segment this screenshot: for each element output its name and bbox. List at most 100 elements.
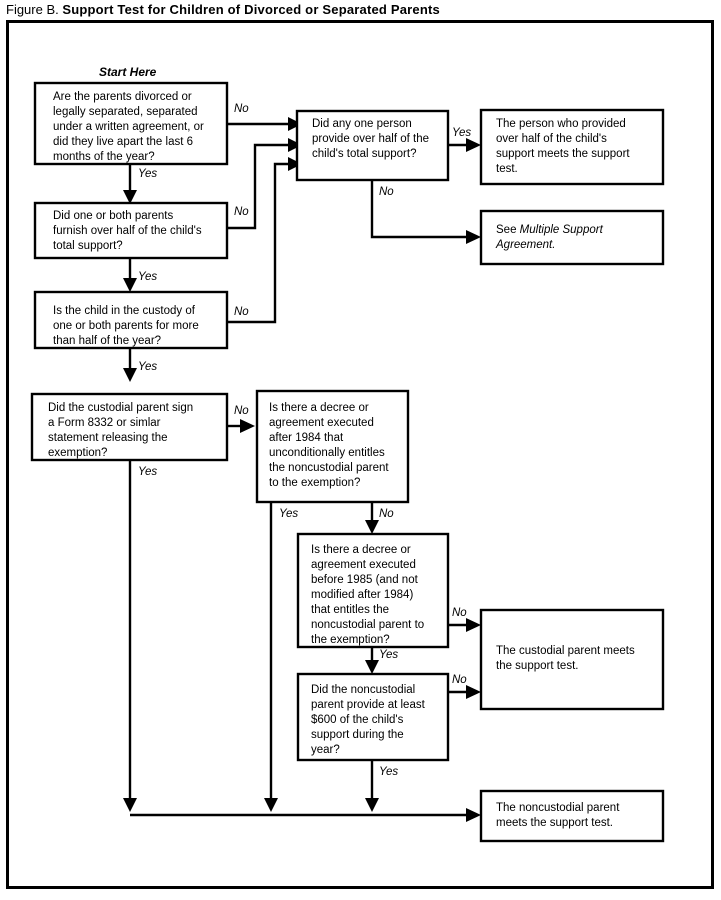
- edge-label-decree85-yes: Yes: [379, 649, 398, 661]
- edge-label-q5-no: No: [379, 186, 394, 198]
- arrowhead-q5-yes: [466, 138, 481, 152]
- arrowhead-q3-yes: [123, 368, 137, 382]
- start-here-label: Start Here: [99, 65, 157, 79]
- edge-label-q4-no: No: [234, 405, 249, 417]
- figure-label: Figure B.: [6, 2, 59, 17]
- arrowhead-bottom-rail: [466, 808, 481, 822]
- node-line: before 1985 (and not: [311, 574, 419, 586]
- figure-border: [6, 20, 714, 889]
- edge-label-decree85-no: No: [452, 607, 467, 619]
- node-line: under a written agreement, or: [53, 121, 204, 133]
- node-result-noncustodial-parent-meets-test[interactable]: The noncustodial parent meets the suppor…: [479, 789, 665, 843]
- node-line: Did one or both parents: [53, 210, 173, 222]
- edge-label-decree84-no: No: [379, 508, 394, 520]
- node-line: The custodial parent meets: [496, 645, 635, 657]
- node-q-any-one-person-support[interactable]: Did any one person provide over half of …: [295, 109, 450, 182]
- node-line: Agreement.: [495, 239, 555, 251]
- node-line: Did the custodial parent sign: [48, 402, 193, 414]
- edge-label-q1-yes: Yes: [138, 168, 157, 180]
- node-line: months of the year?: [53, 151, 155, 163]
- edge-label-q2-no: No: [234, 206, 249, 218]
- figure-name: Support Test for Children of Divorced or…: [62, 2, 440, 17]
- node-q-form-8332-signed[interactable]: Did the custodial parent sign a Form 833…: [30, 392, 229, 462]
- node-line: provide over half of the: [312, 133, 429, 145]
- edge-label-q1-no: No: [234, 103, 249, 115]
- node-q-decree-after-1984[interactable]: Is there a decree or agreement executed …: [255, 389, 410, 504]
- node-line: agreement executed: [311, 559, 416, 571]
- node-line: parent provide at least: [311, 699, 426, 711]
- arrowhead-decree85-no: [466, 618, 481, 632]
- edge-label-q2-yes: Yes: [138, 271, 157, 283]
- arrowhead-q5-no: [466, 230, 481, 244]
- node-line: meets the support test.: [496, 817, 613, 829]
- node-line: after 1984 that: [269, 432, 344, 444]
- node-line: The noncustodial parent: [496, 802, 620, 814]
- node-line: the noncustodial parent: [269, 462, 389, 474]
- arrowhead-q600-no: [466, 685, 481, 699]
- arrowhead-q2-yes: [123, 278, 137, 292]
- node-line: agreement executed: [269, 417, 374, 429]
- node-line: statement releasing the: [48, 432, 168, 444]
- arrowhead-decree85-yes: [365, 660, 379, 674]
- node-line: legally separated, separated: [53, 106, 198, 118]
- node-line: did they live apart the last 6: [53, 136, 193, 148]
- node-line: support during the: [311, 729, 404, 741]
- arrowhead-q600-yes: [365, 798, 379, 812]
- arrowhead-decree84-no: [365, 520, 379, 534]
- node-q-child-custody[interactable]: Is the child in the custody of one or bo…: [33, 290, 229, 350]
- node-q-noncustodial-600-support[interactable]: Did the noncustodial parent provide at l…: [296, 672, 450, 762]
- arrowhead-q1-yes: [123, 190, 137, 204]
- edge-labels: No Yes No Yes No Yes No Yes Yes No Yes N…: [138, 103, 471, 778]
- node-line: The person who provided: [496, 118, 626, 130]
- edge-label-q4-yes: Yes: [138, 466, 157, 478]
- node-line: to the exemption?: [269, 477, 360, 489]
- node-line: child's total support?: [312, 148, 416, 160]
- node-result-multiple-support-agreement[interactable]: See Multiple Support Agreement.: [479, 209, 665, 266]
- arrowhead-q4-no: [240, 419, 255, 433]
- edge-label-decree84-yes: Yes: [279, 508, 298, 520]
- figure-title: Figure B. Support Test for Children of D…: [6, 2, 440, 18]
- node-q-parents-divorced[interactable]: Are the parents divorced or legally sepa…: [33, 81, 229, 166]
- node-result-person-meets-test[interactable]: The person who provided over half of the…: [479, 108, 665, 186]
- connectors: [123, 117, 481, 822]
- node-line: exemption?: [48, 447, 107, 459]
- arrowhead-q3-no: [288, 157, 302, 171]
- node-line: year?: [311, 744, 340, 756]
- node-result-custodial-parent-meets-test[interactable]: The custodial parent meets the support t…: [479, 608, 665, 711]
- node-line: noncustodial parent to: [311, 619, 424, 631]
- node-line: the exemption?: [311, 634, 390, 646]
- arrowhead-q2-no: [288, 138, 302, 152]
- edge-label-q3-yes: Yes: [138, 361, 157, 373]
- node-line: unconditionally entitles: [269, 447, 385, 459]
- node-line: one or both parents for more: [53, 320, 199, 332]
- edge-label-q600-no: No: [452, 674, 467, 686]
- node-line: than half of the year?: [53, 335, 161, 347]
- node-line: test.: [496, 163, 518, 175]
- node-line: the support test.: [496, 660, 578, 672]
- node-line: Is there a decree or: [269, 402, 369, 414]
- node-q-parents-furnish-half[interactable]: Did one or both parents furnish over hal…: [33, 201, 229, 260]
- edge-q3-no: [227, 162, 288, 324]
- edge-label-q3-no: No: [234, 306, 249, 318]
- node-line: a Form 8332 or simlar: [48, 417, 161, 429]
- node-line: total support?: [53, 240, 123, 252]
- node-line: Are the parents divorced or: [53, 91, 192, 103]
- edge-q2-no: [227, 143, 288, 230]
- node-line: Did the noncustodial: [311, 684, 415, 696]
- arrowhead-decree84-yes: [264, 798, 278, 812]
- node-line: support meets the support: [496, 148, 630, 160]
- arrowhead-q4-yes: [123, 798, 137, 812]
- node-line: that entitles the: [311, 604, 389, 616]
- node-q-decree-before-1985[interactable]: Is there a decree or agreement executed …: [296, 532, 450, 649]
- edge-label-q600-yes: Yes: [379, 766, 398, 778]
- node-line: over half of the child's: [496, 133, 607, 145]
- arrowhead-q1-no: [288, 117, 302, 131]
- node-line: See Multiple Support: [496, 224, 604, 236]
- node-line: modified after 1984): [311, 589, 413, 601]
- edge-label-q5-yes: Yes: [452, 127, 471, 139]
- node-line: Is there a decree or: [311, 544, 411, 556]
- node-line: furnish over half of the child's: [53, 225, 202, 237]
- node-line: Did any one person: [312, 118, 412, 130]
- node-line: $600 of the child's: [311, 714, 404, 726]
